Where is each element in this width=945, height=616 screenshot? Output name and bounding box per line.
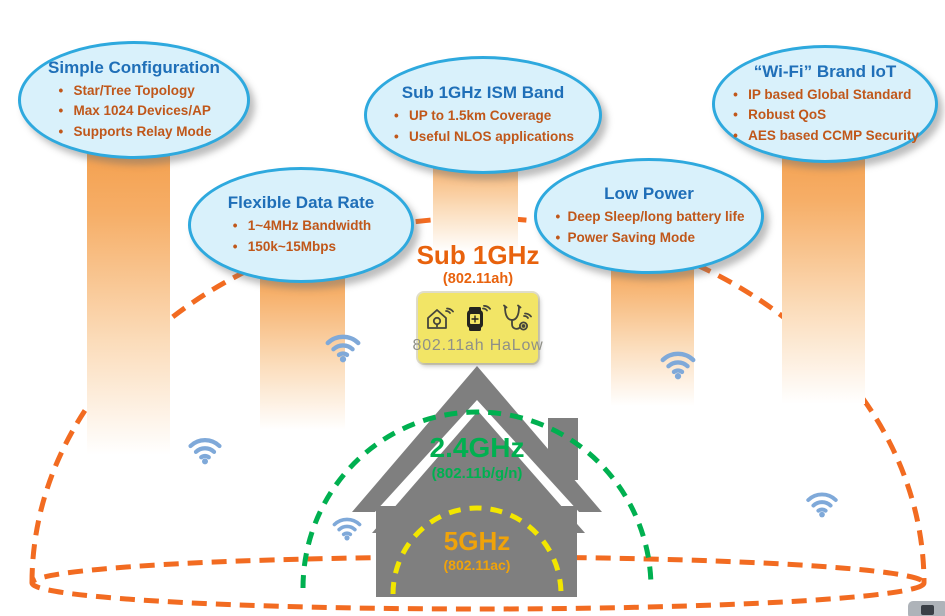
house-body <box>376 506 577 597</box>
bullet-item: Power Saving Mode <box>553 228 744 249</box>
bubble-bullets: IP based Global Standard Robust QoS AES … <box>731 85 919 146</box>
smartwatch-icon <box>467 304 491 331</box>
sub1ghz-standard-text: (802.11ah) <box>442 271 514 288</box>
halow-label: 802.11ah HaLow <box>412 336 544 354</box>
wifi-signal-icon <box>801 482 843 518</box>
bullet-item: Star/Tree Topology <box>56 81 211 102</box>
corner-badge-glyph <box>921 605 934 615</box>
bubble-flexible-data-rate: Flexible Data Rate 1~4MHz Bandwidth 150k… <box>188 167 414 283</box>
wifi-signal-icon <box>655 340 701 380</box>
wifi-signal-icon <box>320 323 366 363</box>
house-gable <box>372 411 585 533</box>
bubble-title: Simple Configuration <box>48 58 220 78</box>
wifi24-band-text: 2.4GHz <box>429 432 525 463</box>
wifi5-band-text: 5GHz <box>443 526 511 556</box>
bullet-item: IP based Global Standard <box>731 85 919 106</box>
bubble-title: Sub 1GHz ISM Band <box>401 83 565 103</box>
bubble-wifi-brand-iot: “Wi-Fi” Brand IoT IP based Global Standa… <box>712 45 938 163</box>
bullet-item: 1~4MHz Bandwidth <box>231 216 371 237</box>
wifi-signal-icon <box>328 508 366 541</box>
halow-icon-row <box>424 304 532 334</box>
beam-simple-configuration <box>87 100 170 455</box>
bullet-item: 150k~15Mbps <box>231 237 371 258</box>
bullet-item: Max 1024 Devices/AP <box>56 101 211 122</box>
bullet-item: Robust QoS <box>731 105 919 126</box>
bubble-sub1ghz-ism-band: Sub 1GHz ISM Band UP to 1.5km Coverage U… <box>364 56 602 174</box>
bubble-title: “Wi-Fi” Brand IoT <box>753 62 897 82</box>
bubble-bullets: 1~4MHz Bandwidth 150k~15Mbps <box>231 216 371 257</box>
bubble-bullets: Deep Sleep/long battery life Power Savin… <box>553 207 744 248</box>
bubble-simple-configuration: Simple Configuration Star/Tree Topology … <box>18 41 250 159</box>
bubble-title: Flexible Data Rate <box>227 193 375 213</box>
smart-home-icon <box>427 307 454 329</box>
bullet-item: AES based CCMP Security <box>731 126 919 147</box>
sub1ghz-band-text: Sub 1GHz <box>416 240 540 270</box>
wifi5-arc <box>390 505 564 595</box>
wifi24-arc <box>300 409 654 589</box>
bubble-low-power: Low Power Deep Sleep/long battery life P… <box>534 158 764 274</box>
corner-badge <box>908 601 945 616</box>
sub1ghz-label: Sub 1GHz (802.11ah) <box>388 240 568 288</box>
bubble-title: Low Power <box>604 184 694 204</box>
bullet-item: UP to 1.5km Coverage <box>392 106 574 127</box>
bullet-item: Useful NLOS applications <box>392 127 574 148</box>
wifi5-standard-text: (802.11ac) <box>443 557 511 573</box>
halow-badge: 802.11ah HaLow <box>413 293 543 363</box>
wifi24-label: 2.4GHz (802.11b/g/n) <box>377 432 577 483</box>
bullet-item: Supports Relay Mode <box>56 122 211 143</box>
bubble-bullets: UP to 1.5km Coverage Useful NLOS applica… <box>392 106 574 147</box>
bubble-bullets: Star/Tree Topology Max 1024 Devices/AP S… <box>56 81 211 142</box>
bullet-item: Deep Sleep/long battery life <box>553 207 744 228</box>
wifi24-standard-text: (802.11b/g/n) <box>431 465 523 482</box>
wifi5-label: 5GHz (802.11ac) <box>397 528 557 573</box>
stethoscope-icon <box>503 304 532 330</box>
wifi-signal-icon <box>183 427 227 465</box>
